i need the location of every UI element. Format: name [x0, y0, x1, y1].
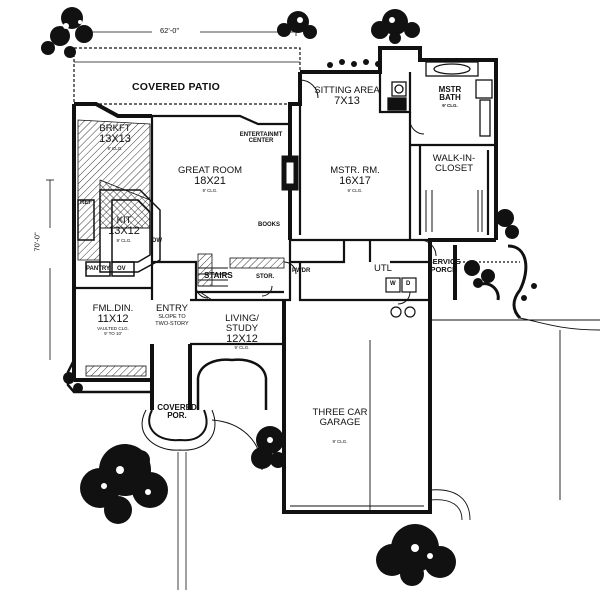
- driveway: [369, 317, 600, 521]
- kitchen-counters: [77, 189, 161, 277]
- label-dw: DW: [152, 238, 162, 244]
- garage-name2: GARAGE: [319, 416, 361, 428]
- great-room-name: GREAT ROOM: [177, 165, 243, 176]
- washer-dryer: [385, 277, 417, 293]
- label-stor: STOR.: [256, 274, 275, 280]
- label-living-study: LIVING/ STUDY 12X12 9' CLG.: [212, 314, 272, 351]
- service-porch-name2: PORCH: [430, 264, 458, 274]
- label-stairs: STAIRS: [204, 271, 233, 280]
- entertainment-name2: CENTER: [248, 138, 274, 145]
- fml-din-ceiling: VAULTED CLG.: [97, 325, 129, 331]
- label-entry: ENTRY SLOPE TO TWO-STORY: [152, 304, 192, 328]
- closet-rods: [425, 190, 483, 232]
- bath-fixtures: [387, 61, 493, 137]
- tree-bottom-right: [376, 524, 456, 586]
- label-fml-din: FML.DIN. 11X12 VAULTED CLG. 9' TO 10': [86, 304, 140, 337]
- living-study-name2: STUDY: [225, 322, 259, 334]
- service-porch-name: SERVICE: [427, 257, 461, 266]
- covered-patio: [73, 47, 301, 105]
- entertainment-name: ENTERTAINMT: [239, 132, 283, 138]
- living-study-ceiling: 9' CLG.: [234, 345, 250, 351]
- stairs-treads: [198, 267, 228, 301]
- label-utl: UTL: [374, 263, 392, 274]
- brkft-name: BRKFT: [99, 123, 131, 134]
- dimension-top: [77, 28, 297, 36]
- label-mstr-rm: MSTR. RM. 16X17 9' CLG.: [320, 166, 390, 193]
- label-ov: OV: [117, 266, 126, 272]
- mstr-rm-ceiling: 9' CLG.: [347, 187, 363, 193]
- label-books: BOOKS: [258, 222, 281, 228]
- great-room-size: 18X21: [194, 174, 226, 187]
- label-sitting-area: SITTING AREA 7X13: [312, 86, 382, 108]
- mstr-rm-name: MSTR. RM.: [330, 165, 380, 176]
- entry-note: SLOPE TO: [158, 313, 186, 320]
- tree-top-left: [41, 7, 93, 58]
- exterior-walls: [72, 46, 498, 514]
- fml-din-ceiling2: 9' TO 10': [104, 331, 122, 337]
- garage-name: THREE CAR: [312, 407, 368, 418]
- label-garage: THREE CAR GARAGE 9' CLG.: [300, 408, 380, 445]
- mstr-bath-name2: BATH: [439, 93, 461, 103]
- label-service-porch: SERVICE PORCH: [426, 258, 462, 274]
- tree-top-center: [277, 11, 317, 39]
- interior-walls: [74, 72, 496, 346]
- dimension-width: 62'-0": [160, 26, 180, 35]
- label-great-room: GREAT ROOM 18X21 9' CLG.: [170, 166, 250, 193]
- covered-porch-name: COVERED: [157, 403, 197, 412]
- fireplace: [281, 155, 299, 191]
- covered-porch: [141, 409, 263, 590]
- label-entertainment-center: ENTERTAINMT CENTER: [238, 132, 284, 145]
- label-mstr-bath: MSTR BATH 9' CLG.: [430, 85, 470, 109]
- label-walk-in-closet: WALK-IN- CLOSET: [424, 154, 484, 174]
- label-kit: KIT 13X12 9' CLG.: [104, 216, 144, 243]
- mstr-bath-ceiling: 9' CLG.: [442, 102, 458, 108]
- garage-ceiling: 9' CLG.: [332, 438, 348, 444]
- great-room-ceiling: 9' CLG.: [202, 187, 218, 193]
- covered-porch-name2: POR.: [167, 411, 187, 421]
- closet-name2: CLOSET: [434, 162, 473, 174]
- entry-name: ENTRY: [155, 303, 189, 314]
- tree-bottom-center: [251, 426, 286, 469]
- brkft-ceiling: 9' CLG.: [107, 145, 123, 151]
- tree-top-right: [371, 9, 420, 44]
- brkft-size: 13X13: [99, 132, 131, 145]
- kit-ceiling: 9' CLG.: [116, 237, 132, 243]
- label-brkft: BRKFT 13X13 9' CLG.: [90, 124, 140, 151]
- label-dryer: D: [406, 281, 411, 287]
- kit-name: KIT: [116, 215, 132, 226]
- fml-din-name: FML.DIN.: [92, 303, 134, 314]
- sitting-area-size: 7X13: [334, 94, 360, 107]
- service-porch: [390, 244, 528, 320]
- label-covered-patio: COVERED PATIO: [132, 81, 220, 93]
- mstr-bath-name: MSTR: [438, 85, 462, 94]
- entry-note2: TWO-STORY: [155, 320, 189, 327]
- tree-bottom-left: [80, 444, 168, 524]
- mstr-rm-size: 16X17: [339, 174, 371, 187]
- label-washer: W: [390, 281, 396, 287]
- closet-name: WALK-IN-: [432, 153, 476, 164]
- dimension-left: [46, 179, 54, 360]
- tree-right: [464, 209, 519, 288]
- living-study-size: 12X12: [226, 332, 258, 345]
- front-bays: [66, 358, 268, 410]
- garage-detail: [284, 505, 430, 513]
- kit-size: 13X12: [108, 224, 140, 237]
- label-pwdr: PWDR: [292, 268, 311, 274]
- living-study-name: LIVING/: [225, 313, 259, 324]
- door-swings: [195, 79, 437, 305]
- fml-din-size: 11X12: [97, 312, 129, 325]
- label-ref: REF: [80, 200, 92, 206]
- dimension-depth: 70'-0": [32, 232, 42, 252]
- label-covered-porch: COVERED POR.: [154, 403, 200, 421]
- label-pantry: PANTRY: [86, 266, 110, 272]
- sitting-area-name: SITTING AREA: [314, 85, 380, 96]
